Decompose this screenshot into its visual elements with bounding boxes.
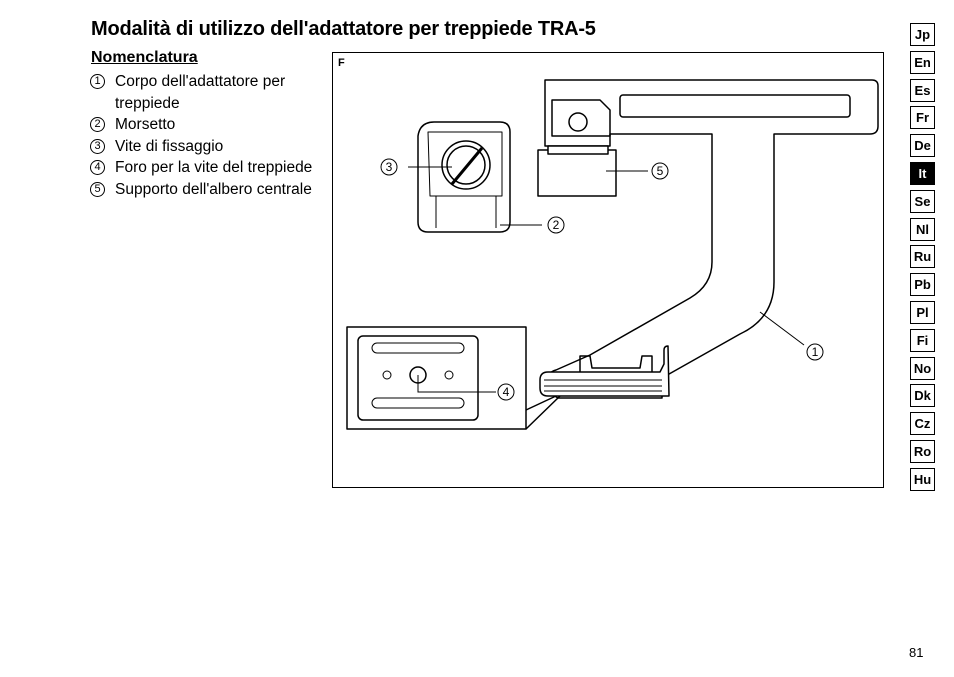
list-item: 2 Morsetto — [89, 114, 324, 136]
lang-tab-nl[interactable]: Nl — [910, 217, 935, 241]
lang-tab-no[interactable]: No — [910, 356, 935, 380]
item-number-badge: 4 — [89, 157, 109, 178]
clamp-face-shape — [427, 131, 503, 197]
figure-frame — [332, 52, 884, 488]
figure-label: F — [338, 57, 345, 69]
callout-3-circle — [380, 158, 398, 176]
language-tabs: Jp En Es Fr De It Se Nl Ru Pb Pl Fi No D… — [910, 23, 935, 496]
callout-4-label: 4 — [503, 385, 510, 399]
bracket-plate-shape — [551, 99, 611, 137]
list-item: 1 Corpo dell'adattatore per treppiede — [89, 71, 324, 114]
lang-tab-ro[interactable]: Ro — [910, 439, 935, 463]
parts-list: 1 Corpo dell'adattatore per treppiede 2 … — [89, 71, 324, 200]
callout-3-label: 3 — [386, 160, 393, 174]
item-number-badge: 1 — [89, 71, 109, 92]
list-item: 3 Vite di fissaggio — [89, 136, 324, 158]
shaft-holder-top-shape — [547, 145, 609, 155]
item-number-badge: 3 — [89, 136, 109, 157]
callout-2-label: 2 — [553, 218, 560, 232]
item-label: Supporto dell'albero centrale — [115, 180, 312, 198]
lang-tab-pb[interactable]: Pb — [910, 273, 935, 297]
lang-tab-en[interactable]: En — [910, 50, 935, 74]
foot-hook-shape — [579, 355, 653, 372]
mount-foot-shape — [539, 345, 670, 397]
arm-slot-shape — [619, 94, 851, 118]
list-item: 4 Foro per la vite del treppiede — [89, 157, 324, 179]
list-item: 5 Supporto dell'albero centrale — [89, 179, 324, 201]
item-label: Foro per la vite del treppiede — [115, 159, 313, 176]
lang-tab-fi[interactable]: Fi — [910, 328, 935, 352]
page-number: 81 — [909, 645, 924, 660]
shaft-holder-shape — [537, 149, 617, 197]
callout-1-label: 1 — [812, 345, 819, 359]
callout-5-circle — [651, 162, 669, 180]
section-subtitle: Nomenclatura — [91, 49, 198, 66]
item-number-badge: 2 — [89, 114, 109, 135]
callout-4-circle — [497, 383, 515, 401]
adapter-body-shape — [544, 79, 879, 399]
item-label: Morsetto — [115, 116, 176, 133]
lang-tab-jp[interactable]: Jp — [910, 23, 935, 46]
lang-tab-it[interactable]: It — [910, 161, 935, 185]
lang-tab-cz[interactable]: Cz — [910, 412, 935, 436]
item-label: Corpo dell'adattatore per treppiede — [115, 73, 286, 112]
callout-1-circle — [806, 343, 824, 361]
lang-tab-hu[interactable]: Hu — [910, 467, 935, 491]
lang-tab-fr[interactable]: Fr — [910, 106, 935, 130]
lang-tab-es[interactable]: Es — [910, 78, 935, 102]
callout-5-label: 5 — [657, 164, 664, 178]
lang-tab-ru[interactable]: Ru — [910, 245, 935, 269]
item-number-badge: 5 — [89, 179, 109, 200]
lang-tab-pl[interactable]: Pl — [910, 300, 935, 324]
page-title: Modalità di utilizzo dell'adattatore per… — [91, 18, 596, 40]
lang-tab-dk[interactable]: Dk — [910, 384, 935, 408]
bracket-hole-shape — [568, 112, 588, 132]
lang-tab-se[interactable]: Se — [910, 189, 935, 213]
lang-tab-de[interactable]: De — [910, 134, 935, 158]
callout-2-circle — [547, 216, 565, 234]
item-label: Vite di fissaggio — [115, 137, 224, 155]
